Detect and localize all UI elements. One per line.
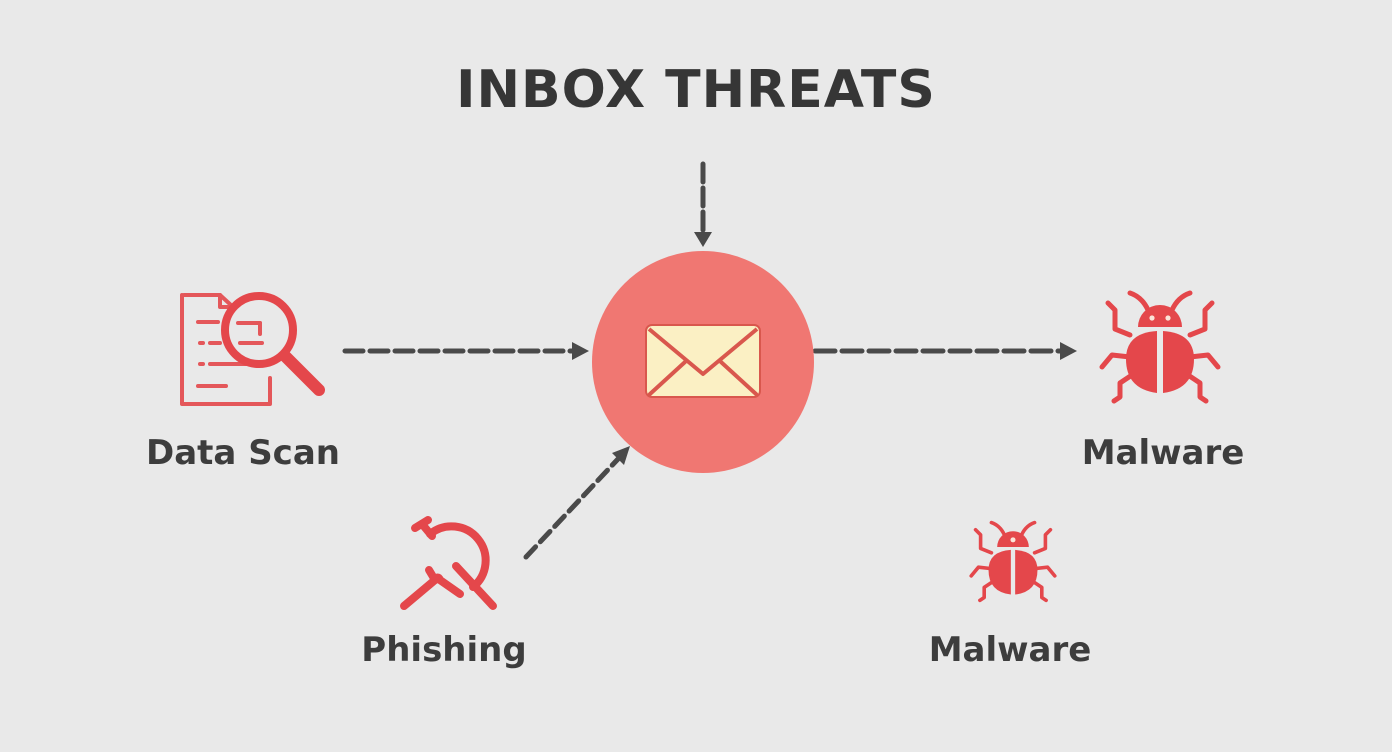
phishing-hook-icon — [400, 516, 497, 610]
node-label-malware-secondary: Malware — [928, 630, 1092, 670]
edge-data-scan-to-hub — [342, 342, 589, 360]
envelope-icon — [645, 324, 761, 398]
inbox-hub — [592, 251, 814, 473]
edge-phishing-to-hub — [523, 446, 630, 560]
edge-top-to-hub — [694, 161, 712, 247]
diagram-title: INBOX THREATS — [456, 60, 936, 120]
edge-hub-to-malware — [812, 342, 1077, 360]
document-magnifier-icon — [180, 292, 325, 406]
node-label-malware: Malware — [1081, 433, 1245, 473]
bug-icon — [969, 520, 1057, 603]
bug-icon — [1099, 290, 1221, 404]
node-label-phishing: Phishing — [361, 630, 527, 670]
node-label-data-scan: Data Scan — [146, 433, 340, 473]
